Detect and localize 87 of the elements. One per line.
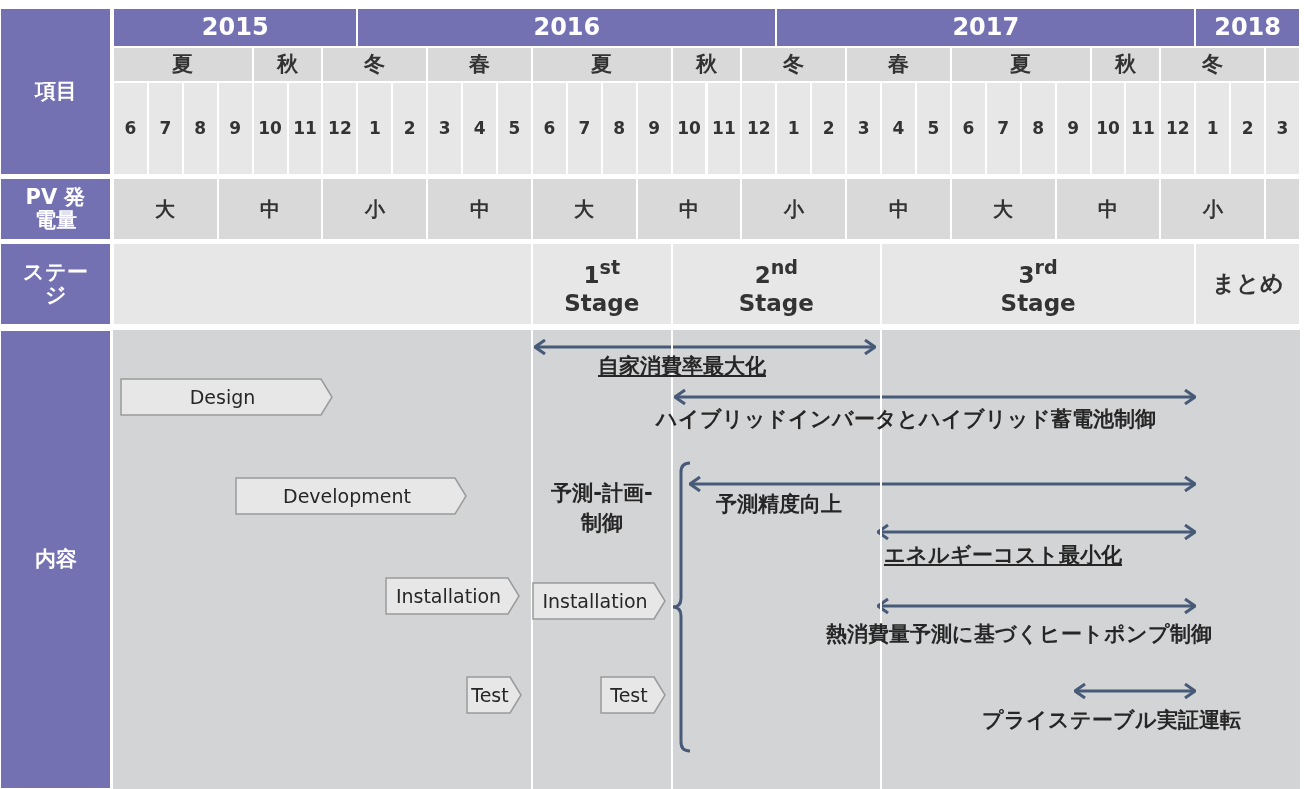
- span-label: 予測精度向上: [716, 491, 842, 518]
- season-cell: 春: [847, 48, 950, 81]
- month-cell: 6: [951, 83, 985, 174]
- season-cell: 夏: [951, 48, 1090, 81]
- span-label: ハイブリッドインバータとハイブリッド蓄電池制御: [656, 406, 1156, 433]
- row-header-cell: PV 発電量: [1, 179, 110, 239]
- chevron-label: Test: [471, 684, 510, 706]
- chevron-label: Installation: [542, 590, 649, 612]
- month-cell: 10: [253, 83, 287, 174]
- year-header-cell: 2016: [358, 9, 776, 46]
- row-header-cell: 内容: [1, 331, 110, 788]
- month-cell: 1: [1196, 83, 1230, 174]
- month-cell: 2: [812, 83, 846, 174]
- span-label: プライステーブル実証運転: [982, 707, 1241, 734]
- year-header-cell: 2015: [114, 9, 357, 46]
- stage-cell: 3$^{rd}$ Stage: [882, 244, 1195, 324]
- pv-level-cell: 小: [323, 179, 427, 239]
- span-label: 熱消費量予測に基づくヒートポンプ制御: [826, 621, 1212, 648]
- month-cell: 9: [637, 83, 671, 174]
- season-cell: 冬: [742, 48, 846, 81]
- month-cell: 9: [218, 83, 252, 174]
- year-header-cell: 2017: [777, 9, 1195, 46]
- month-cell: 1: [777, 83, 811, 174]
- row-header-cell: 項目: [1, 9, 110, 174]
- month-cell: 1: [358, 83, 392, 174]
- chevron-shape: [532, 582, 666, 620]
- chevron-shape: [235, 477, 467, 515]
- season-cell: 秋: [253, 48, 322, 81]
- chevron-label: Development: [283, 485, 412, 507]
- season-cell: 冬: [323, 48, 427, 81]
- month-cell: 5: [916, 83, 950, 174]
- month-cell: 12: [1161, 83, 1195, 174]
- month-cell: 7: [986, 83, 1020, 174]
- month-cell: 7: [567, 83, 601, 174]
- chevron-shape: [600, 676, 666, 714]
- underlined-heading: 自家消費率最大化: [598, 353, 766, 380]
- month-cell: 2: [393, 83, 427, 174]
- stage-cell: 1$^{st}$ Stage: [532, 244, 671, 324]
- row-header-cell: ステージ: [1, 244, 110, 324]
- month-cell: 4: [882, 83, 915, 174]
- chevron-shape: [120, 378, 333, 416]
- month-cell: 11: [707, 83, 741, 174]
- chevron-shape: [466, 676, 522, 714]
- chevron-label: Test: [610, 684, 649, 706]
- month-cell: 12: [323, 83, 357, 174]
- stage-cell: まとめ: [1196, 244, 1299, 324]
- year-header-cell: 2018: [1196, 9, 1299, 46]
- season-cell: 夏: [532, 48, 671, 81]
- caption-text: 予測-計画- 制御: [550, 480, 654, 538]
- pv-level-cell: 中: [218, 179, 322, 239]
- season-cell: 夏: [114, 48, 252, 81]
- month-cell: 4: [463, 83, 496, 174]
- month-cell: 9: [1056, 83, 1090, 174]
- pv-level-cell: 中: [637, 179, 741, 239]
- month-cell: 6: [114, 83, 147, 174]
- month-cell: 5: [498, 83, 531, 174]
- season-cell: 冬: [1161, 48, 1265, 81]
- season-cell: 春: [428, 48, 531, 81]
- month-cell: 11: [288, 83, 322, 174]
- month-cell: 12: [742, 83, 776, 174]
- month-cell: 3: [847, 83, 881, 174]
- pv-level-cell: 中: [428, 179, 531, 239]
- pv-level-cell: 大: [114, 179, 217, 239]
- season-cell: 秋: [1091, 48, 1160, 81]
- month-cell: 3: [428, 83, 462, 174]
- month-cell: 7: [148, 83, 182, 174]
- underlined-heading: エネルギーコスト最小化: [884, 542, 1122, 569]
- month-cell: 10: [672, 83, 706, 174]
- month-cell: 8: [602, 83, 636, 174]
- pv-level-cell: 大: [951, 179, 1055, 239]
- pv-level-cell: 小: [742, 179, 846, 239]
- month-cell: 10: [1091, 83, 1125, 174]
- pv-level-cell: 中: [1056, 179, 1160, 239]
- season-cell: 秋: [672, 48, 741, 81]
- month-cell: 11: [1126, 83, 1160, 174]
- chevron-label: Design: [189, 386, 257, 408]
- month-cell: 2: [1231, 83, 1265, 174]
- chevron-shape: [385, 577, 520, 615]
- month-cell: 6: [532, 83, 566, 174]
- pv-level-cell: 中: [847, 179, 950, 239]
- pv-level-cell: 大: [532, 179, 636, 239]
- stage-cell: 2$^{nd}$ Stage: [672, 244, 881, 324]
- pv-level-cell: 小: [1161, 179, 1265, 239]
- month-cell: 8: [183, 83, 217, 174]
- month-cell: 8: [1021, 83, 1055, 174]
- month-cell: 3: [1266, 83, 1299, 174]
- chevron-label: Installation: [395, 585, 503, 607]
